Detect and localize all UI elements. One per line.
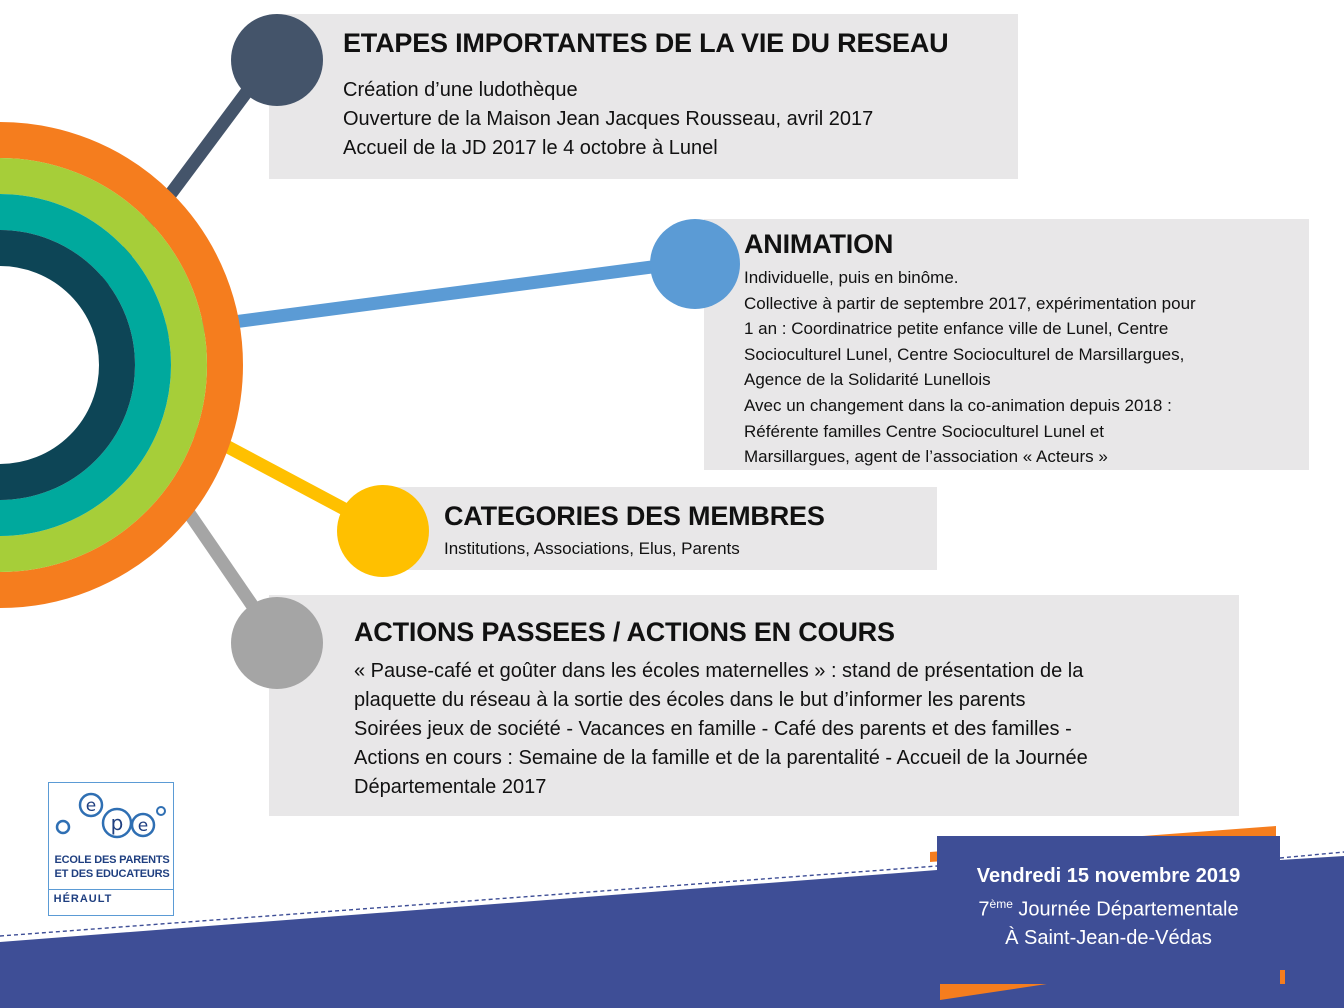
etapes-title: ETAPES IMPORTANTES DE LA VIE DU RESEAU [343, 28, 949, 58]
event-place: À Saint-Jean-de-Védas [1005, 926, 1212, 949]
animation-line: Marsillargues, agent de l’association « … [744, 447, 1108, 467]
dot-yellow [337, 485, 429, 577]
bottom-band [0, 856, 1344, 1008]
animation-line: Agence de la Solidarité Lunellois [744, 370, 991, 390]
dashed-line [0, 865, 938, 937]
svg-text:e: e [86, 796, 96, 816]
logo-line1: ECOLE DES PARENTS [54, 854, 170, 866]
svg-text:e: e [138, 816, 148, 836]
logo-line2: ET DES EDUCATEURS [54, 868, 170, 880]
actions-line: plaquette du réseau à la sortie des écol… [354, 689, 1026, 711]
animation-line: 1 an : Coordinatrice petite enfance vill… [744, 319, 1169, 339]
animation-body: Individuelle, puis en binôme. Collective… [744, 265, 1304, 470]
ring-orange [0, 122, 243, 608]
animation-line: Individuelle, puis en binôme. [744, 268, 959, 287]
etapes-line: Ouverture de la Maison Jean Jacques Rous… [343, 108, 874, 130]
logo-divider [49, 889, 173, 890]
actions-line: Actions en cours : Semaine de la famille… [354, 747, 1088, 769]
animation-line: Avec un changement dans la co-animation … [744, 395, 1172, 415]
actions-body: « Pause-café et goûter dans les écoles m… [354, 657, 1234, 802]
animation-line: Socioculturel Lunel, Centre Socioculture… [744, 344, 1185, 364]
etapes-line: Accueil de la JD 2017 le 4 octobre à Lun… [343, 137, 718, 159]
event-edition-number: 7 [978, 898, 990, 921]
logo-bubbles-icon: e p e [55, 792, 166, 839]
etapes-body: Création d’une ludothèque Ouverture de l… [343, 76, 873, 163]
logo-region: HÉRAULT [53, 893, 113, 905]
animation-line: Collective à partir de septembre 2017, e… [744, 293, 1196, 313]
panel-categories [372, 487, 937, 570]
etapes-line: Création d’une ludothèque [343, 79, 578, 101]
svg-text:p: p [111, 811, 124, 835]
actions-line: Soirées jeux de société - Vacances en fa… [354, 718, 1072, 740]
actions-line: « Pause-café et goûter dans les écoles m… [354, 660, 1084, 682]
event-edition-rest: Journée Départementale [1012, 898, 1239, 921]
event-edition-sup: ème [989, 897, 1013, 911]
dashed-line-right [1279, 851, 1344, 859]
ring-dark-teal [0, 230, 135, 500]
animation-line: Référente familles Centre Socioculturel … [744, 421, 1105, 441]
panel-actions [269, 595, 1239, 816]
event-edition: 7ème Journée Départementale [937, 890, 1280, 924]
epe-logo: e p e ECOLE DES PARENTS ET DES EDUCATEUR… [48, 782, 174, 916]
actions-title: ACTIONS PASSEES / ACTIONS EN COURS [354, 617, 895, 647]
dot-slate [231, 14, 323, 106]
categories-title: CATEGORIES DES MEMBRES [444, 501, 825, 531]
dot-gray [231, 597, 323, 689]
ring-lime [0, 158, 207, 572]
categories-line: Institutions, Associations, Elus, Parent… [444, 539, 740, 558]
event-box: Vendredi 15 novembre 2019 7ème Journée D… [937, 836, 1280, 984]
panel-etapes [269, 14, 1018, 179]
connector-blue [164, 255, 691, 338]
ring-teal [0, 194, 171, 536]
actions-line: Départementale 2017 [354, 776, 547, 798]
animation-title: ANIMATION [744, 229, 894, 259]
dot-blue [650, 219, 740, 309]
panel-animation [704, 219, 1309, 470]
event-date: Vendredi 15 novembre 2019 [976, 865, 1241, 887]
